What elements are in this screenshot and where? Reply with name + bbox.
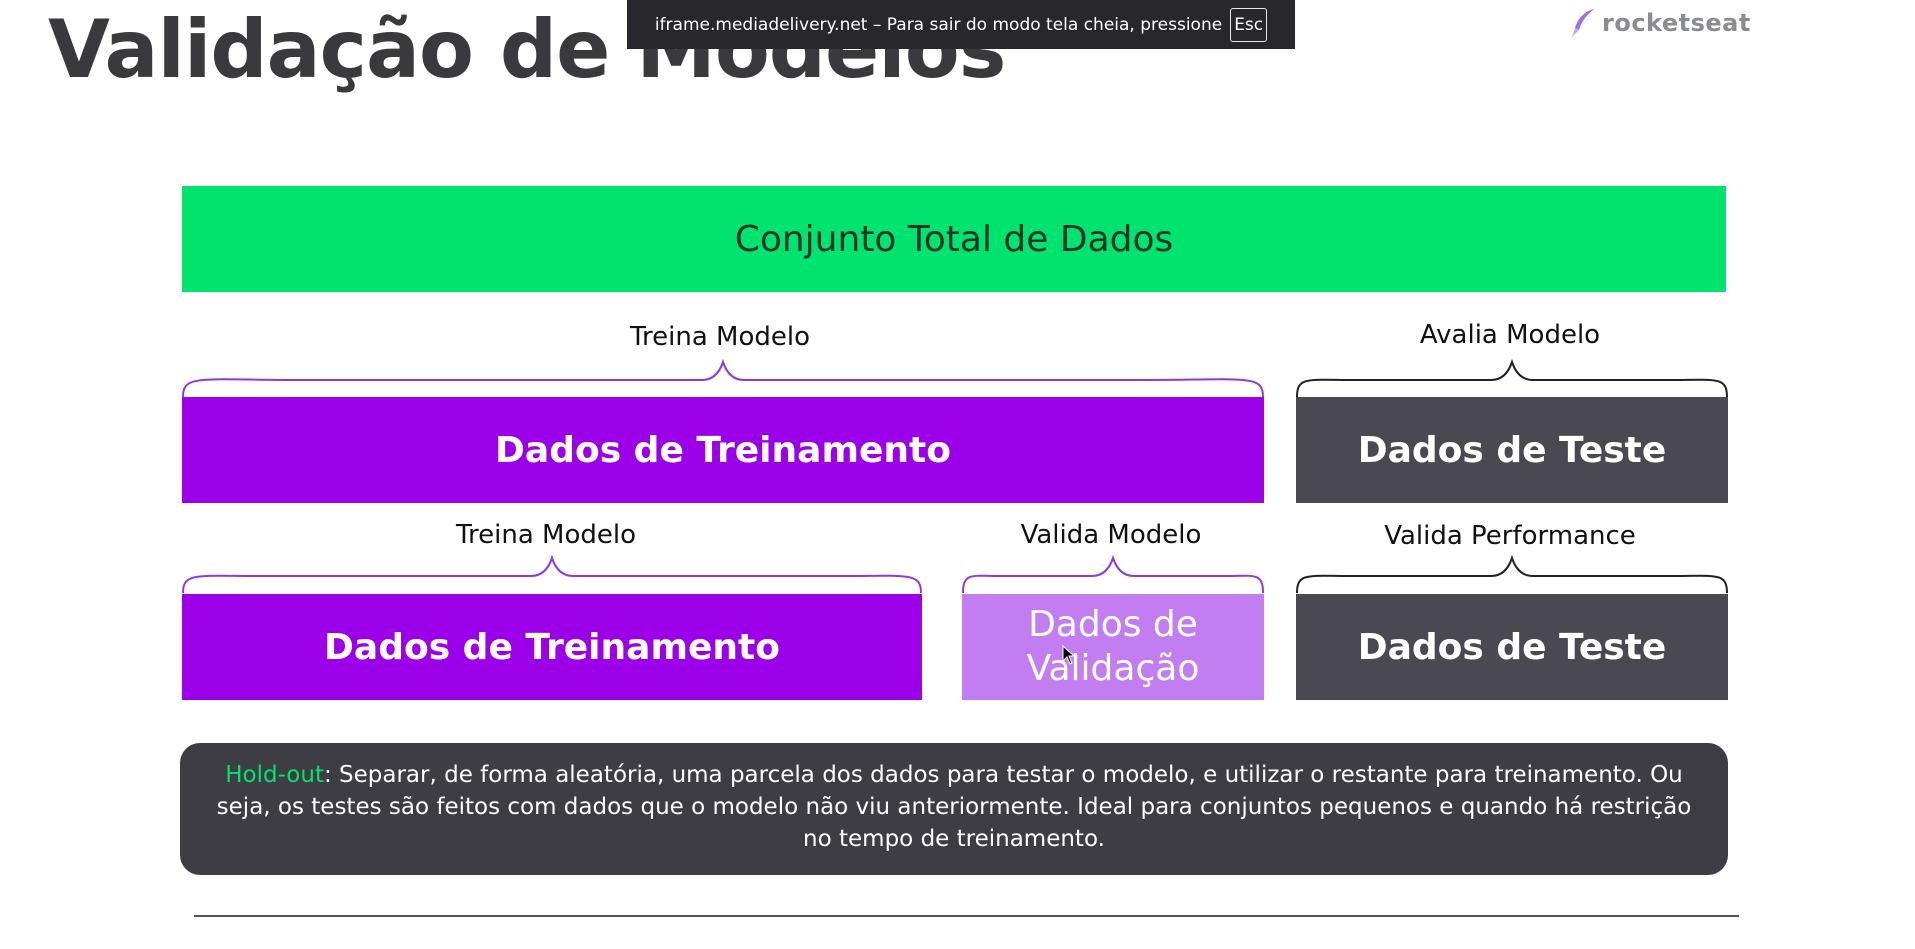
row2-test-data-box: Dados de Teste (1296, 594, 1728, 700)
rocketseat-logo: rocketseat (1570, 8, 1751, 38)
row1-test-brace (1296, 358, 1728, 398)
row1-train-brace-label: Treina Modelo (629, 322, 811, 352)
row2-valid-brace-label: Valida Modelo (1020, 520, 1202, 550)
row1-train-brace (182, 358, 1264, 398)
logo-text: rocketseat (1602, 9, 1751, 37)
holdout-info-box: Hold-out: Separar, de forma aleatória, u… (180, 743, 1728, 875)
holdout-description: : Separar, de forma aleatória, uma parce… (216, 762, 1692, 852)
row2-train-brace (182, 554, 922, 594)
rocket-icon (1570, 8, 1596, 38)
fullscreen-notice-text: iframe.mediadelivery.net – Para sair do … (654, 14, 1223, 35)
row2-test-brace (1296, 554, 1728, 594)
fullscreen-notice: iframe.mediadelivery.net – Para sair do … (627, 0, 1295, 49)
row2-train-brace-label: Treina Modelo (455, 520, 637, 550)
row1-test-data-box: Dados de Teste (1296, 397, 1728, 503)
row1-training-data-box: Dados de Treinamento (182, 397, 1264, 503)
divider-line (194, 915, 1739, 917)
row2-validation-data-box: Dados de Validação (962, 594, 1264, 700)
row2-test-brace-label: Valida Performance (1384, 521, 1636, 551)
row2-valid-brace (962, 554, 1264, 594)
holdout-term: Hold-out (225, 762, 324, 788)
row1-test-brace-label: Avalia Modelo (1419, 320, 1601, 350)
mouse-cursor-icon (1062, 644, 1076, 670)
esc-key-badge: Esc (1230, 7, 1268, 42)
row2-training-data-box: Dados de Treinamento (182, 594, 922, 700)
total-dataset-box: Conjunto Total de Dados (182, 186, 1726, 292)
